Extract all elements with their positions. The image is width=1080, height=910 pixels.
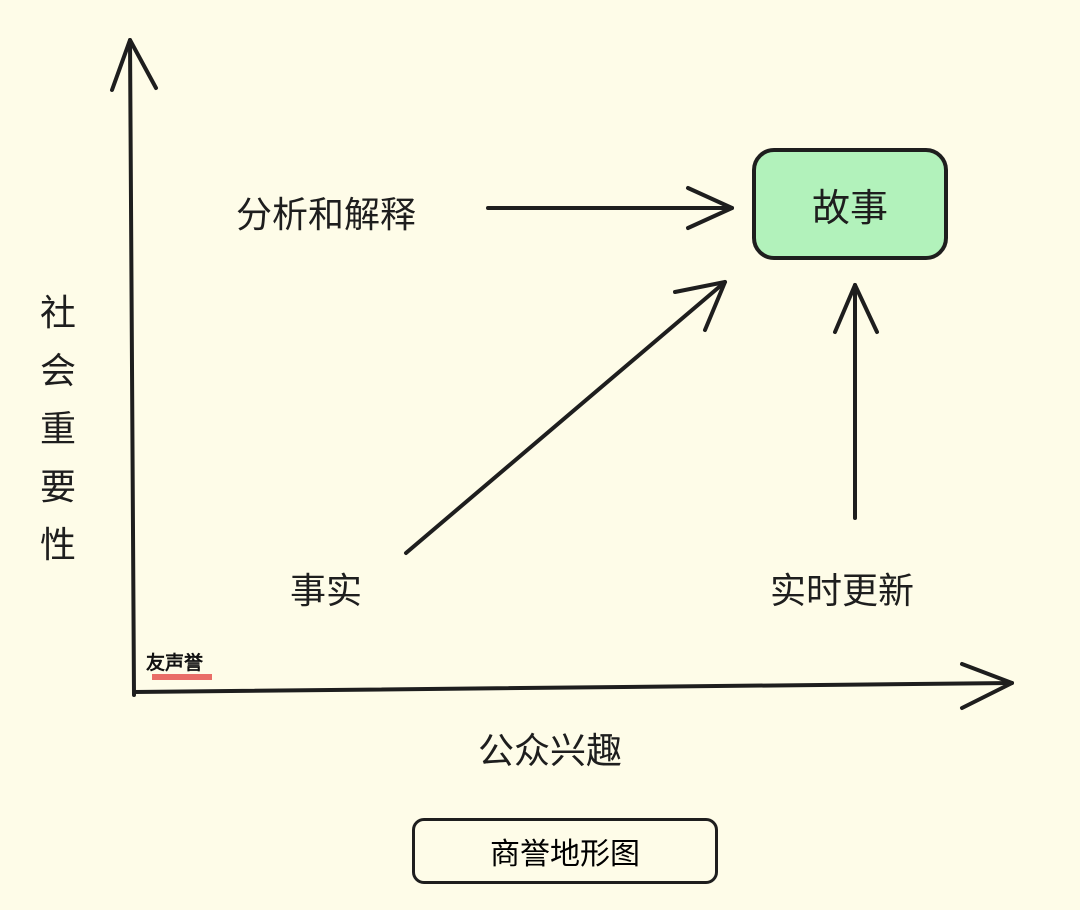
- logo: 友声誉: [146, 652, 204, 674]
- caption-box: 商誉地形图: [412, 818, 718, 884]
- y-axis-label: 社会重要性: [39, 293, 76, 566]
- arrow-analysis-to-story: [486, 186, 734, 230]
- node-story: 故事: [752, 148, 948, 260]
- node-realtime: 实时更新: [770, 571, 915, 612]
- arrow-facts-to-story: [404, 280, 727, 555]
- logo-tagline: [152, 674, 212, 680]
- y-axis: [110, 38, 158, 697]
- x-axis: [132, 662, 1014, 710]
- node-analysis: 分析和解释: [236, 195, 417, 236]
- node-facts: 事实: [290, 571, 363, 612]
- x-axis-label: 公众兴趣: [478, 731, 623, 772]
- arrow-realtime-to-story: [833, 283, 879, 520]
